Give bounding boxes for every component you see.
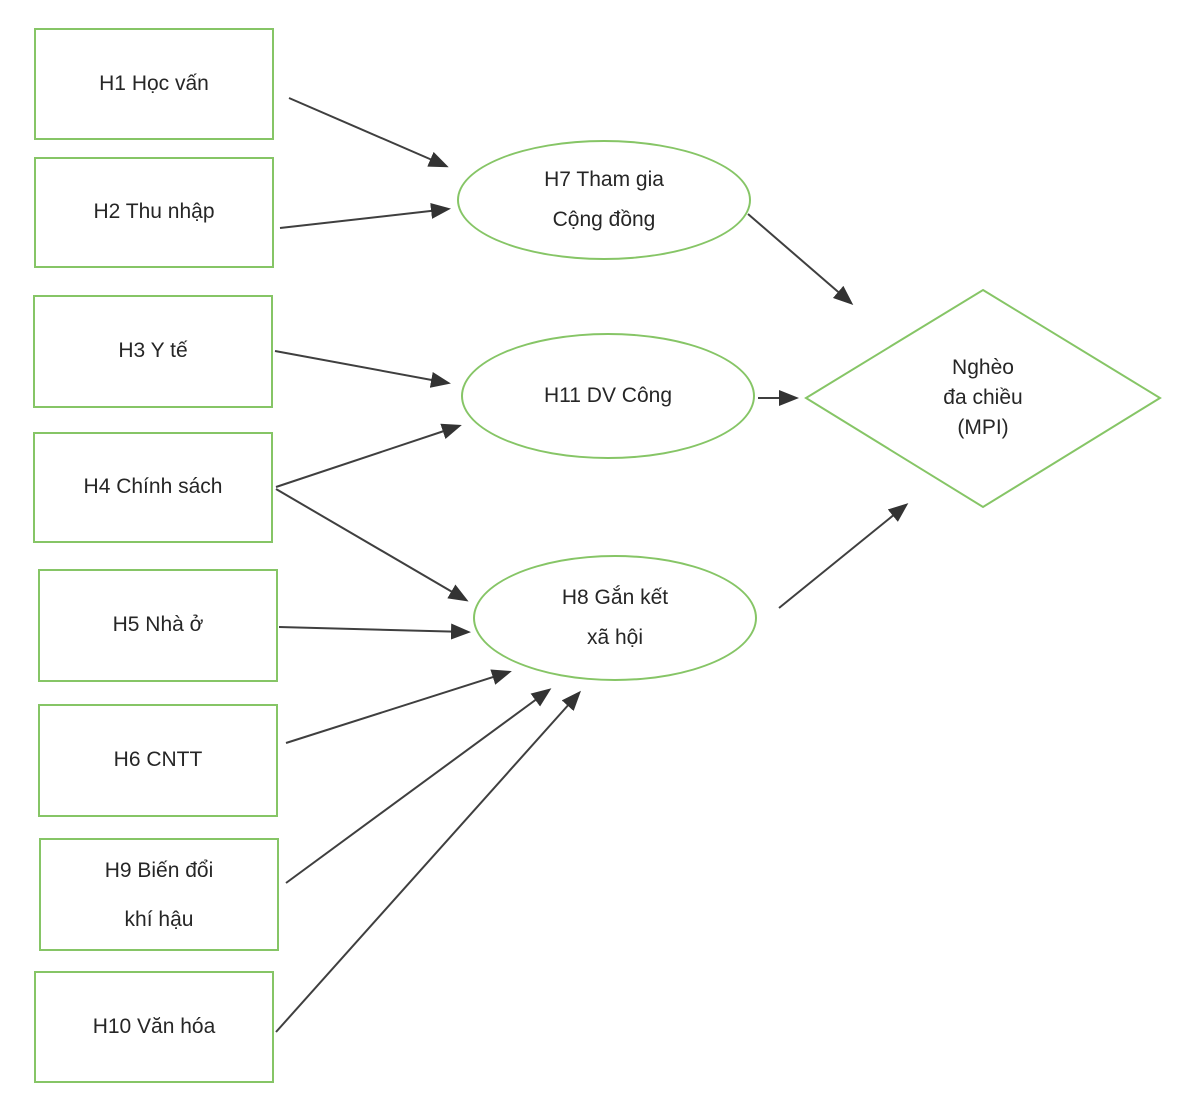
node-h1-label: H1 Học vấn [99,71,209,95]
node-h9-label: H9 Biến đổi khí hậu [104,858,214,931]
node-h7: H7 Tham gia Cộng đồng [457,140,751,260]
arrow-h4-h11 [275,423,462,488]
arrow-h8-mpi [778,503,909,609]
arrow-h9-h8 [285,688,552,884]
node-h10: H10 Văn hóa [34,971,274,1083]
node-h4-label: H4 Chính sách [83,475,223,499]
node-h6: H6 CNTT [38,704,278,817]
node-h11: H11 DV Công [461,333,755,459]
node-h4: H4 Chính sách [33,432,273,543]
node-h10-label: H10 Văn hóa [92,1014,216,1038]
node-h3-label: H3 Y tế [118,339,188,363]
node-h5: H5 Nhà ở [38,569,278,682]
node-h2-label: H2 Thu nhập [93,200,215,224]
node-h5-label: H5 Nhà ở [112,613,204,637]
node-h11-label: H11 DV Công [543,383,672,407]
arrow-h7-mpi [747,213,854,305]
arrow-h3-h11 [274,350,451,388]
node-h2: H2 Thu nhập [34,157,274,268]
arrow-h6-h8 [285,669,512,744]
node-h6-label: H6 CNTT [113,748,203,772]
node-h3: H3 Y tế [33,295,273,408]
node-h1: H1 Học vấn [34,28,274,140]
arrow-h4-h8 [275,488,469,602]
node-mpi-shape [804,288,1162,509]
arrow-h1-h7 [288,97,449,168]
node-mpi: Nghèo đa chiều (MPI) [883,348,1083,448]
arrow-h2-h7 [279,202,451,229]
node-h8-label: H8 Gắn kết xã hội [561,586,669,649]
node-h7-label: H7 Tham gia Cộng đồng [544,168,664,231]
node-h9: H9 Biến đổi khí hậu [39,838,279,951]
arrow-h10-h8 [275,690,581,1033]
node-mpi-label: Nghèo đa chiều (MPI) [943,356,1023,439]
arrow-h5-h8 [278,623,471,640]
node-h8: H8 Gắn kết xã hội [473,555,757,681]
